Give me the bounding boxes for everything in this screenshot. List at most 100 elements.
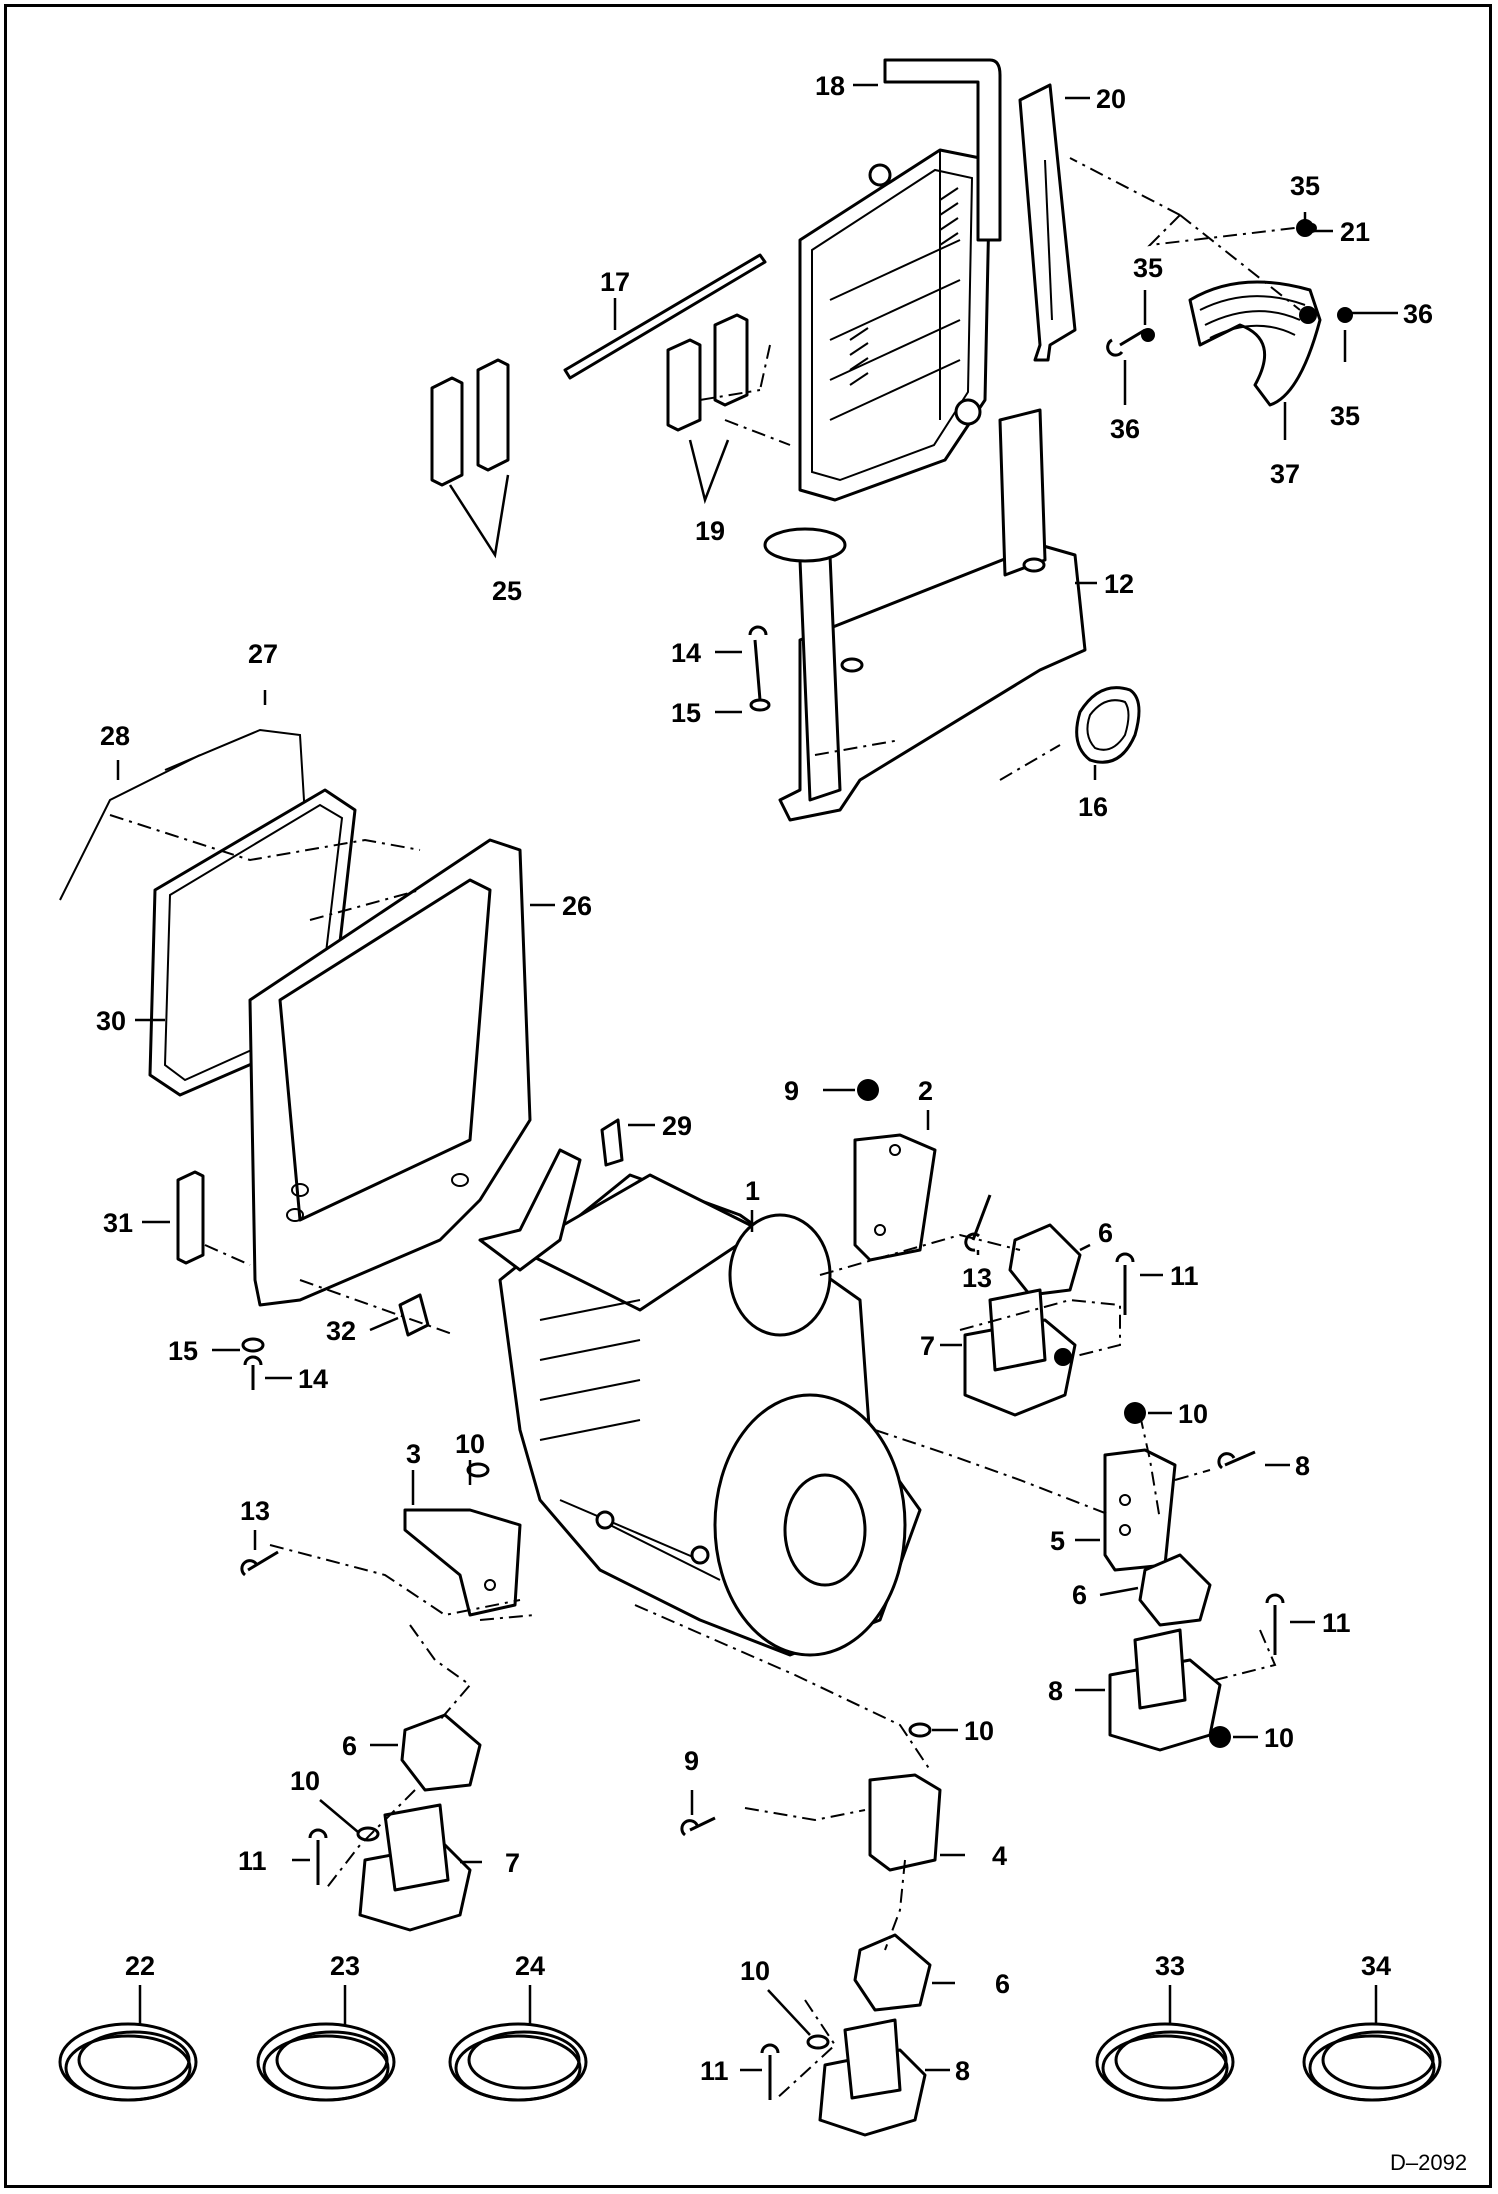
callout-11-a: 11 (1170, 1261, 1199, 1291)
callout-20: 20 (1096, 84, 1126, 114)
callout-26: 26 (562, 891, 592, 921)
part-19-pad-b (713, 313, 749, 407)
page-border (4, 4, 1492, 2188)
callout-24: 24 (515, 1951, 545, 1981)
callout-35-a: 35 (1290, 171, 1320, 201)
callout-13-a: 13 (962, 1263, 992, 1293)
callout-14-b: 14 (298, 1364, 328, 1394)
radiator-group (798, 148, 992, 502)
part-13-bolt-a (964, 1194, 992, 1252)
callout-10-f: 10 (290, 1766, 320, 1796)
radiator-cap (868, 163, 892, 187)
part-11-bolt-a (1115, 1252, 1135, 1315)
radiator-core (798, 148, 992, 502)
callout-30: 30 (96, 1006, 126, 1036)
part-31-pad (176, 1170, 205, 1265)
part-11-bolt-c (308, 1828, 328, 1885)
callout-8-b: 8 (955, 2056, 970, 2086)
part-11-bolt-d (760, 2043, 780, 2100)
callout-9-b: 9 (684, 1746, 699, 1776)
part-14-bolt-lower (243, 1355, 263, 1390)
callout-7-a: 7 (920, 1331, 935, 1361)
callout-1: 1 (745, 1176, 760, 1206)
part-19-pad-a (666, 338, 702, 432)
callout-labels: 18 20 35 21 35 36 36 35 37 17 19 25 12 1… (96, 71, 1433, 2086)
part-2-bracket (853, 1133, 937, 1262)
part-6-mount-a (1008, 1223, 1082, 1297)
part-22-hose (58, 2022, 198, 2102)
part-11-bolt-b (1265, 1593, 1285, 1655)
callout-17: 17 (600, 267, 630, 297)
part-23-hose (256, 2022, 396, 2102)
callout-10-g: 10 (740, 1956, 770, 1986)
part-10-washer-a (466, 1462, 490, 1478)
callout-36-b: 36 (1110, 414, 1140, 444)
callout-10-d: 10 (455, 1429, 485, 1459)
part-33-hose (1095, 2022, 1235, 2102)
callout-11-c: 11 (238, 1846, 267, 1876)
callout-25: 25 (492, 576, 522, 606)
callout-27: 27 (248, 639, 278, 669)
callout-6-d: 6 (995, 1969, 1010, 1999)
callout-5: 5 (1050, 1526, 1065, 1556)
part-21-nut (1296, 219, 1314, 237)
callout-15-b: 15 (168, 1336, 198, 1366)
callout-23: 23 (330, 1951, 360, 1981)
callout-32: 32 (326, 1316, 356, 1346)
part-9-bolt-a (1217, 1450, 1256, 1470)
part-4-bracket (868, 1773, 942, 1872)
callout-11-b: 11 (1322, 1608, 1351, 1638)
part-25-pad-b (476, 358, 510, 472)
part-15-washer-lower (241, 1337, 265, 1353)
part-17-rod (563, 253, 767, 380)
callout-37: 37 (1270, 459, 1300, 489)
part-18-upper-hose (883, 58, 1002, 242)
part-10-washer-b (908, 1722, 932, 1738)
part-37-fan-shroud (1188, 280, 1322, 407)
part-5-bracket (1103, 1448, 1177, 1572)
callout-34: 34 (1361, 1951, 1391, 1981)
part-10-nut-c (1209, 1726, 1231, 1748)
callout-10-e: 10 (964, 1716, 994, 1746)
callout-14-a: 14 (671, 638, 701, 668)
drawing-reference-code: D–2092 (1390, 2150, 1467, 2175)
callout-13-b: 13 (240, 1496, 270, 1526)
part-29-clip (600, 1118, 624, 1167)
callout-10-c: 10 (1264, 1723, 1294, 1753)
part-12-radiator-frame (778, 543, 1087, 822)
part-36-bolt (1106, 328, 1146, 357)
callout-12: 12 (1104, 569, 1134, 599)
callout-9-a: 8 (1295, 1451, 1310, 1481)
callout-2: 2 (918, 1076, 933, 1106)
callout-6-a: 6 (1098, 1218, 1113, 1248)
callout-36-a: 36 (1403, 299, 1433, 329)
callout-10-a: 9 (784, 1076, 799, 1106)
callout-11-d: 11 (700, 2056, 729, 2086)
leader-lines (116, 83, 1398, 2072)
part-15-washer-upper (749, 698, 771, 712)
part-32-block (398, 1293, 430, 1337)
part-6-mount-b (1138, 1553, 1212, 1627)
callout-10-b: 10 (1178, 1399, 1208, 1429)
callout-8-a: 8 (1048, 1676, 1063, 1706)
callout-4: 4 (992, 1841, 1007, 1871)
part-6-mount-d (853, 1933, 932, 2012)
part-24-hose (448, 2022, 588, 2102)
callout-21: 21 (1340, 217, 1370, 247)
part-10-nut-b (1124, 1402, 1146, 1424)
part-16-grommet (1075, 686, 1141, 764)
callout-33: 33 (1155, 1951, 1185, 1981)
callout-16: 16 (1078, 792, 1108, 822)
part-6-mount-c (400, 1713, 482, 1792)
callout-29: 29 (662, 1111, 692, 1141)
part-9-bolt-b (680, 1816, 716, 1837)
part-12-tube (763, 527, 847, 563)
part-13-bolt-b (240, 1550, 279, 1577)
part-25-pad-a (430, 376, 464, 487)
callout-6-c: 6 (342, 1731, 357, 1761)
callout-6-b: 6 (1072, 1580, 1087, 1610)
callout-35-b: 35 (1133, 253, 1163, 283)
part-3-bracket (403, 1508, 522, 1617)
